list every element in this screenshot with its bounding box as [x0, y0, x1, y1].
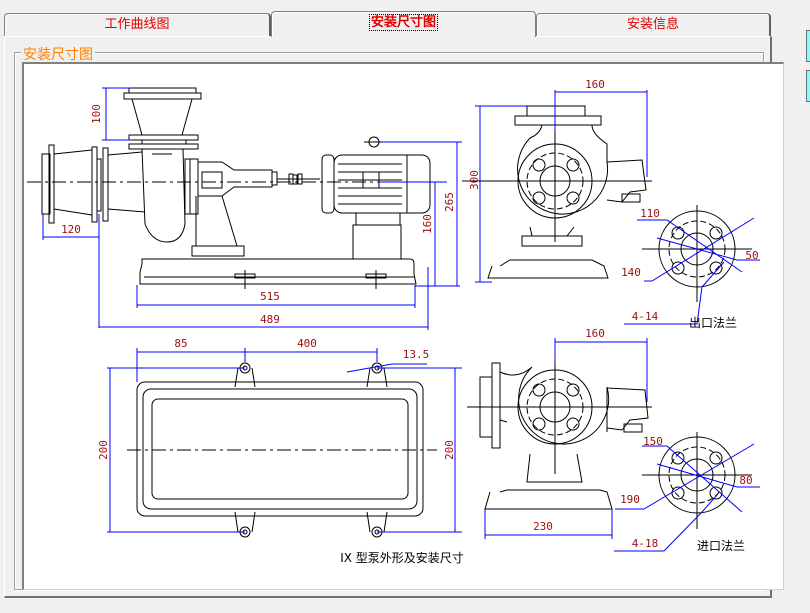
dim-outlet-bolt-circle: 110 — [640, 207, 660, 220]
dim-shaft-height: 160 — [421, 214, 434, 234]
installation-drawing: 100 120 515 489 160 265 160 300 — [27, 78, 760, 565]
front-view-top-dimensions: 160 300 — [468, 78, 648, 283]
base-plan-dimensions: 85 400 13.5 200 200 — [97, 337, 462, 533]
dim-bottom-width: 160 — [585, 327, 605, 340]
tab-label: 安装尺寸图 — [368, 14, 439, 31]
inlet-flange-detail: 150 80 190 4-18 进口法兰 — [614, 432, 760, 553]
dim-bolt-span: 400 — [297, 337, 317, 350]
dim-motor-top: 265 — [443, 192, 456, 212]
tab-performance-curve[interactable]: 工作曲线图 — [4, 13, 271, 36]
dim-width-left: 200 — [97, 440, 110, 460]
dim-base-width: 230 — [533, 520, 553, 533]
dim-bolt-offset: 85 — [174, 337, 187, 350]
front-view-bottom-dimensions: 160 230 — [484, 327, 648, 539]
dim-outlet-bolts: 4-14 — [632, 310, 659, 323]
dim-inlet-outer: 190 — [620, 493, 640, 506]
dim-inlet-bolt-circle: 150 — [643, 435, 663, 448]
dim-base-length: 515 — [260, 290, 280, 303]
side-button-1[interactable] — [806, 30, 810, 62]
pump-front-view-top — [462, 105, 652, 279]
tab-installation-dimensions[interactable]: 安装尺寸图 — [271, 11, 536, 37]
tab-installation-info[interactable]: 安装信息 — [536, 13, 771, 36]
tab-label: 安装信息 — [626, 17, 679, 32]
dim-front-height: 300 — [468, 170, 481, 190]
pump-side-view — [27, 87, 432, 289]
dim-outlet-bore: 50 — [745, 249, 758, 262]
dim-outlet-outer: 140 — [621, 266, 641, 279]
dim-overall-length: 489 — [260, 313, 280, 326]
group-box-title: 安装尺寸图 — [21, 44, 95, 64]
dim-inlet-offset: 120 — [61, 223, 81, 236]
base-plan-view — [127, 362, 437, 538]
side-view-dimensions: 100 120 515 489 160 265 — [42, 87, 462, 330]
pump-front-view-bottom — [467, 357, 652, 510]
dim-inlet-bore: 80 — [739, 474, 752, 487]
inlet-flange-title: 进口法兰 — [697, 539, 745, 553]
drawing-caption: IX 型泵外形及安装尺寸 — [340, 550, 464, 565]
tab-label: 工作曲线图 — [104, 17, 170, 32]
side-button-2[interactable] — [806, 70, 810, 102]
outlet-flange-detail: 110 50 140 4-14 出口法兰 — [621, 205, 760, 330]
dim-width-right: 200 — [443, 440, 456, 460]
dim-bolt-hole: 13.5 — [403, 348, 430, 361]
dim-inlet-bolts: 4-18 — [632, 537, 659, 550]
drawing-canvas: 100 120 515 489 160 265 160 300 — [22, 62, 784, 590]
dim-inlet-height: 100 — [90, 104, 103, 124]
tab-bar: 工作曲线图 安装尺寸图 安装信息 — [4, 11, 771, 37]
dim-front-width: 160 — [585, 78, 605, 91]
outlet-flange-title: 出口法兰 — [689, 316, 737, 330]
